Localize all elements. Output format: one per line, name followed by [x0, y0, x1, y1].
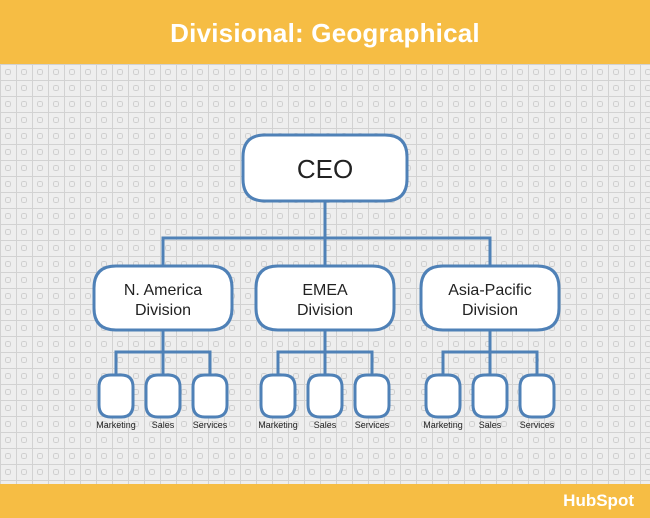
division-label-line2: Division	[462, 302, 518, 319]
division-label-line2: Division	[297, 302, 353, 319]
division-label-line1: EMEA	[302, 282, 348, 299]
footer-band	[0, 484, 650, 518]
team-node	[97, 373, 135, 419]
team-node	[306, 373, 344, 419]
team-label: Marketing	[258, 420, 298, 430]
team-node	[471, 373, 509, 419]
header-band	[0, 0, 650, 64]
brand-logo: HubSpot	[563, 491, 634, 510]
team-label: Marketing	[96, 420, 136, 430]
team-label: Sales	[314, 420, 337, 430]
division-node	[419, 264, 561, 332]
division-label-line1: N. America	[124, 282, 202, 299]
team-node	[191, 373, 229, 419]
division-node	[92, 264, 234, 332]
team-label: Services	[193, 420, 228, 430]
team-node	[518, 373, 556, 419]
team-node	[424, 373, 462, 419]
division-label-line1: Asia-Pacific	[448, 282, 532, 299]
page-title: Divisional: Geographical	[170, 18, 480, 48]
team-label: Marketing	[423, 420, 463, 430]
team-label: Sales	[479, 420, 502, 430]
ceo-node	[241, 133, 409, 203]
team-node	[259, 373, 297, 419]
team-node	[144, 373, 182, 419]
team-label: Services	[520, 420, 555, 430]
division-node	[254, 264, 396, 332]
team-node	[353, 373, 391, 419]
team-label: Sales	[152, 420, 175, 430]
ceo-label: CEO	[297, 154, 353, 184]
team-label: Services	[355, 420, 390, 430]
division-label-line2: Division	[135, 302, 191, 319]
